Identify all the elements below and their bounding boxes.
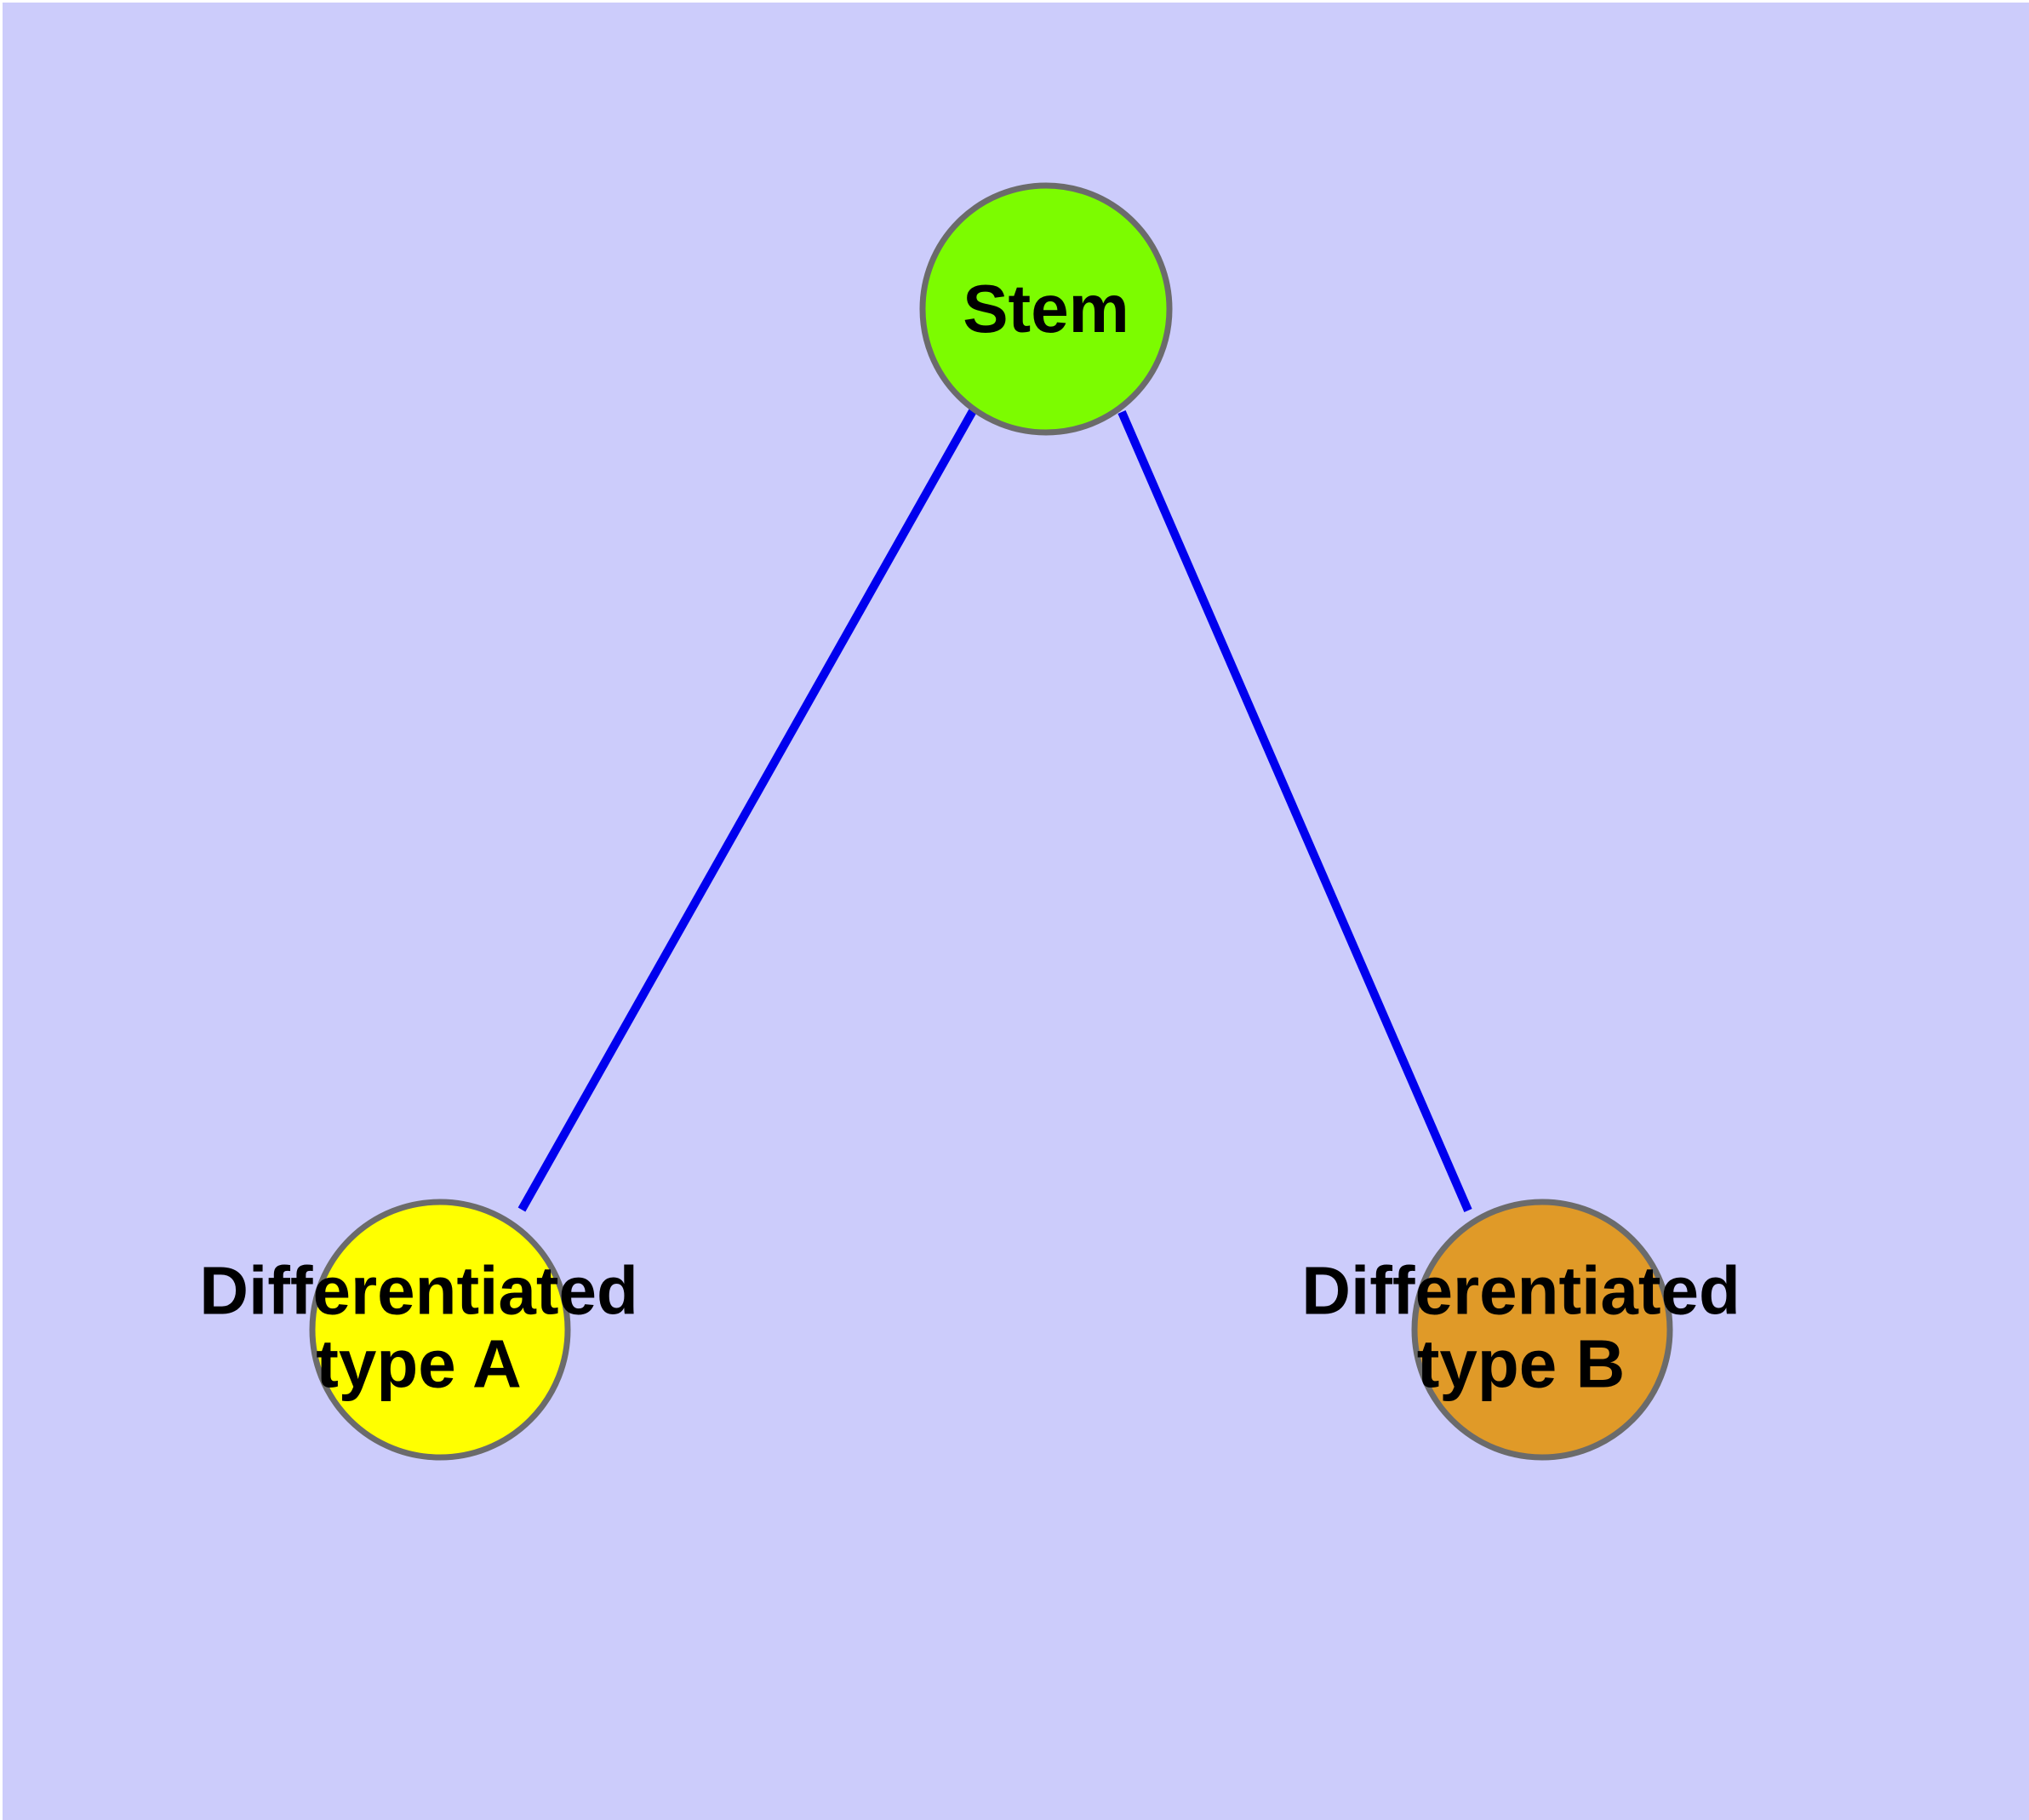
graph-node-diff-a[interactable] <box>309 1199 571 1461</box>
node-layer <box>309 182 1673 1461</box>
edge-layer <box>517 407 1472 1212</box>
graph-edge-stem-to-diff-b <box>1117 410 1472 1212</box>
graph-node-diff-b[interactable] <box>1411 1199 1673 1461</box>
graph-node-stem[interactable] <box>919 182 1173 436</box>
graph-edge-stem-to-diff-a <box>517 407 978 1212</box>
